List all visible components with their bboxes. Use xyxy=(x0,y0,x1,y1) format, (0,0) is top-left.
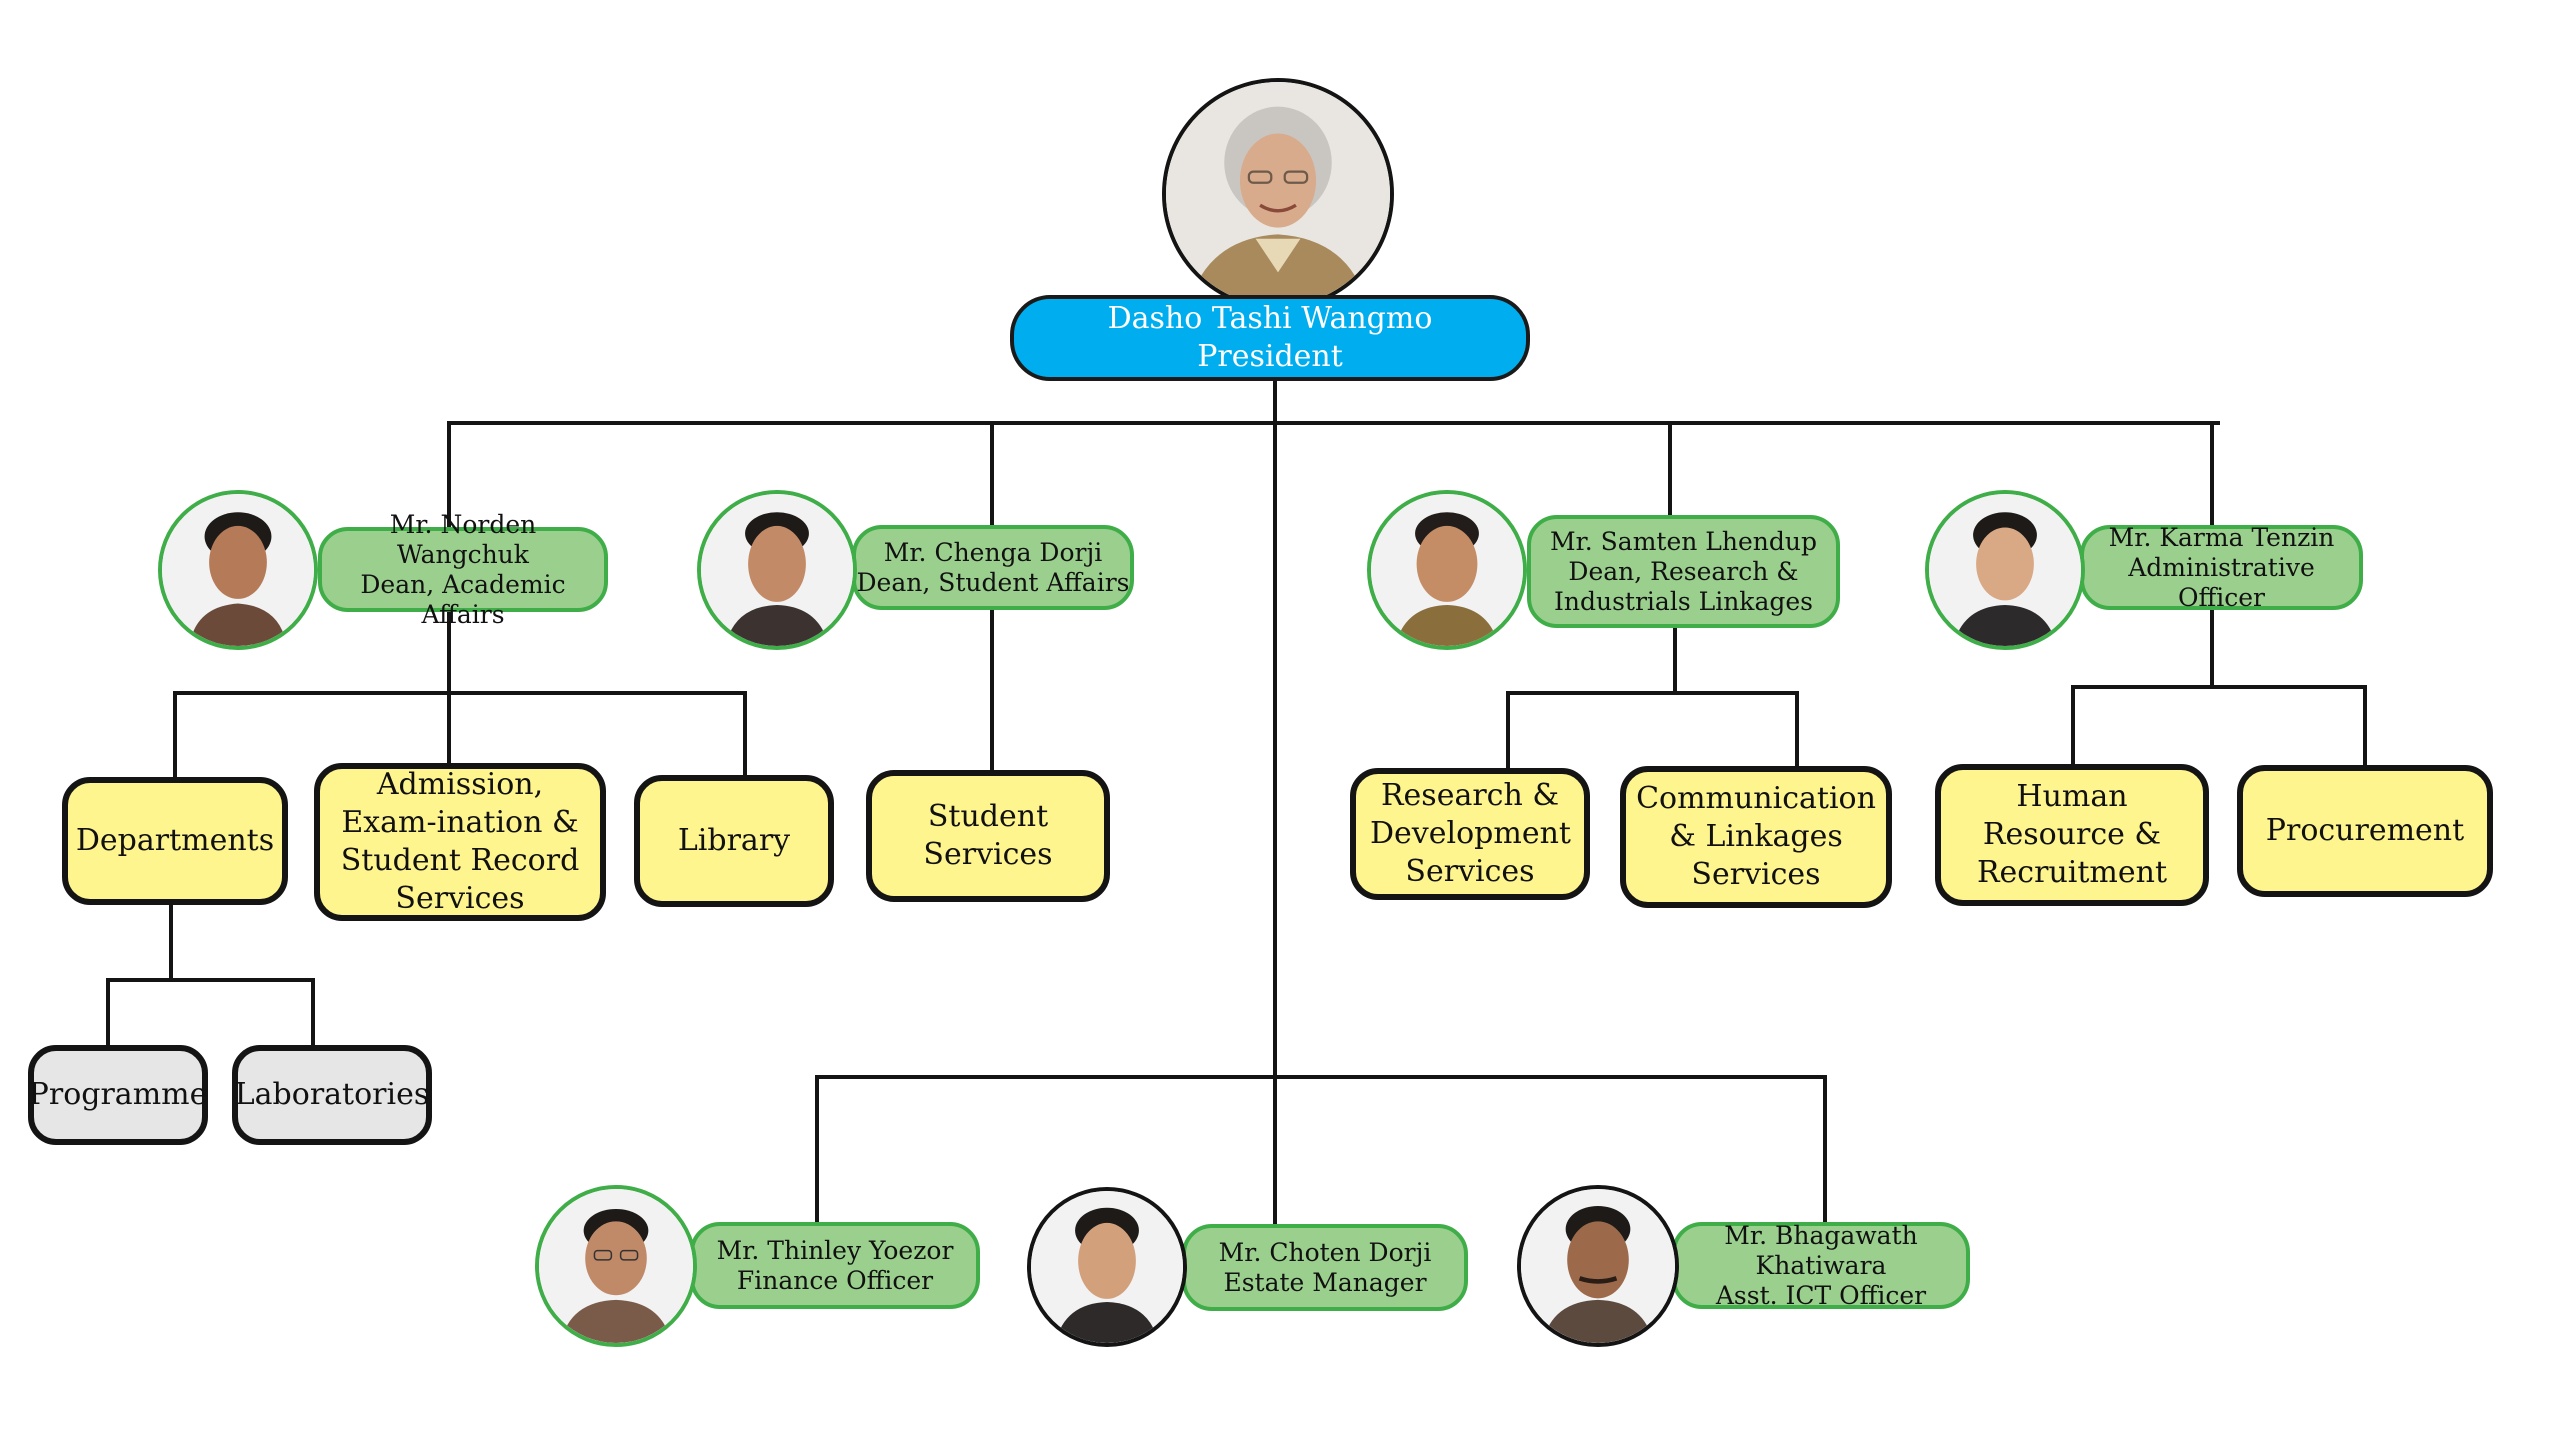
president-box: Dasho Tashi Wangmo President xyxy=(1010,295,1530,381)
subunit-programme: Programme xyxy=(28,1045,208,1145)
official-photo-academic xyxy=(158,490,318,650)
official-box-research: Mr. Samten Lhendup Dean, Research & Indu… xyxy=(1527,515,1840,628)
person-portrait-icon xyxy=(1371,494,1523,646)
official-photo-ict xyxy=(1517,1185,1679,1347)
official-box-ict: Mr. Bhagawath Khatiwara Asst. ICT Office… xyxy=(1672,1220,1970,1310)
official-photo-student-affairs xyxy=(697,490,857,650)
person-portrait-icon xyxy=(162,494,314,646)
unit-research-development: Research & Development Services xyxy=(1350,768,1590,900)
person-portrait-icon xyxy=(1166,82,1390,306)
official-photo-finance xyxy=(535,1185,697,1347)
person-portrait-icon xyxy=(701,494,853,646)
subunit-laboratories: Laboratories xyxy=(232,1045,432,1145)
official-title: Asst. ICT Officer xyxy=(1715,1280,1927,1310)
unit-communication-linkages: Communication & Linkages Services xyxy=(1620,766,1892,908)
unit-library: Library xyxy=(634,775,834,907)
person-portrait-icon xyxy=(1929,494,2081,646)
official-title: Dean, Academic Affairs xyxy=(360,569,566,629)
unit-procurement: Procurement xyxy=(2237,765,2493,897)
unit-admission-examination: Admission, Exam-ination & Student Record… xyxy=(314,763,606,921)
official-title: Estate Manager xyxy=(1223,1267,1427,1297)
official-box-academic: Mr. Norden Wangchuk Dean, Academic Affai… xyxy=(318,510,608,629)
official-name: Mr. Samten Lhendup xyxy=(1549,526,1818,556)
unit-human-resource: Human Resource & Recruitment xyxy=(1935,764,2209,906)
official-title: Dean, Student Affairs xyxy=(856,567,1130,597)
official-name: Mr. Choten Dorji xyxy=(1218,1237,1432,1267)
unit-student-services: Student Services xyxy=(866,770,1110,902)
official-name: Mr. Norden Wangchuk xyxy=(389,509,537,569)
official-photo-admin xyxy=(1925,490,2085,650)
official-title: Administrative Officer xyxy=(2128,552,2315,612)
official-box-finance: Mr. Thinley Yoezor Finance Officer xyxy=(690,1222,980,1309)
official-name: Mr. Karma Tenzin xyxy=(2108,522,2335,552)
president-name: Dasho Tashi Wangmo xyxy=(1107,301,1433,336)
person-portrait-icon xyxy=(1031,1191,1183,1343)
official-name: Mr. Bhagawath Khatiwara xyxy=(1724,1220,1918,1280)
president-photo xyxy=(1162,78,1394,310)
person-portrait-icon xyxy=(1521,1189,1675,1343)
president-title: President xyxy=(1197,339,1343,374)
official-box-estate: Mr. Choten Dorji Estate Manager xyxy=(1182,1224,1468,1311)
unit-departments: Departments xyxy=(62,777,288,905)
official-photo-research xyxy=(1367,490,1527,650)
official-title: Dean, Research & Industrials Linkages xyxy=(1554,556,1813,616)
official-title: Finance Officer xyxy=(736,1265,934,1295)
official-box-student-affairs: Mr. Chenga Dorji Dean, Student Affairs xyxy=(852,525,1134,610)
person-portrait-icon xyxy=(539,1189,693,1343)
official-box-admin: Mr. Karma Tenzin Administrative Officer xyxy=(2080,522,2363,612)
official-name: Mr. Chenga Dorji xyxy=(883,537,1103,567)
official-name: Mr. Thinley Yoezor xyxy=(716,1235,954,1265)
official-photo-estate xyxy=(1027,1187,1187,1347)
